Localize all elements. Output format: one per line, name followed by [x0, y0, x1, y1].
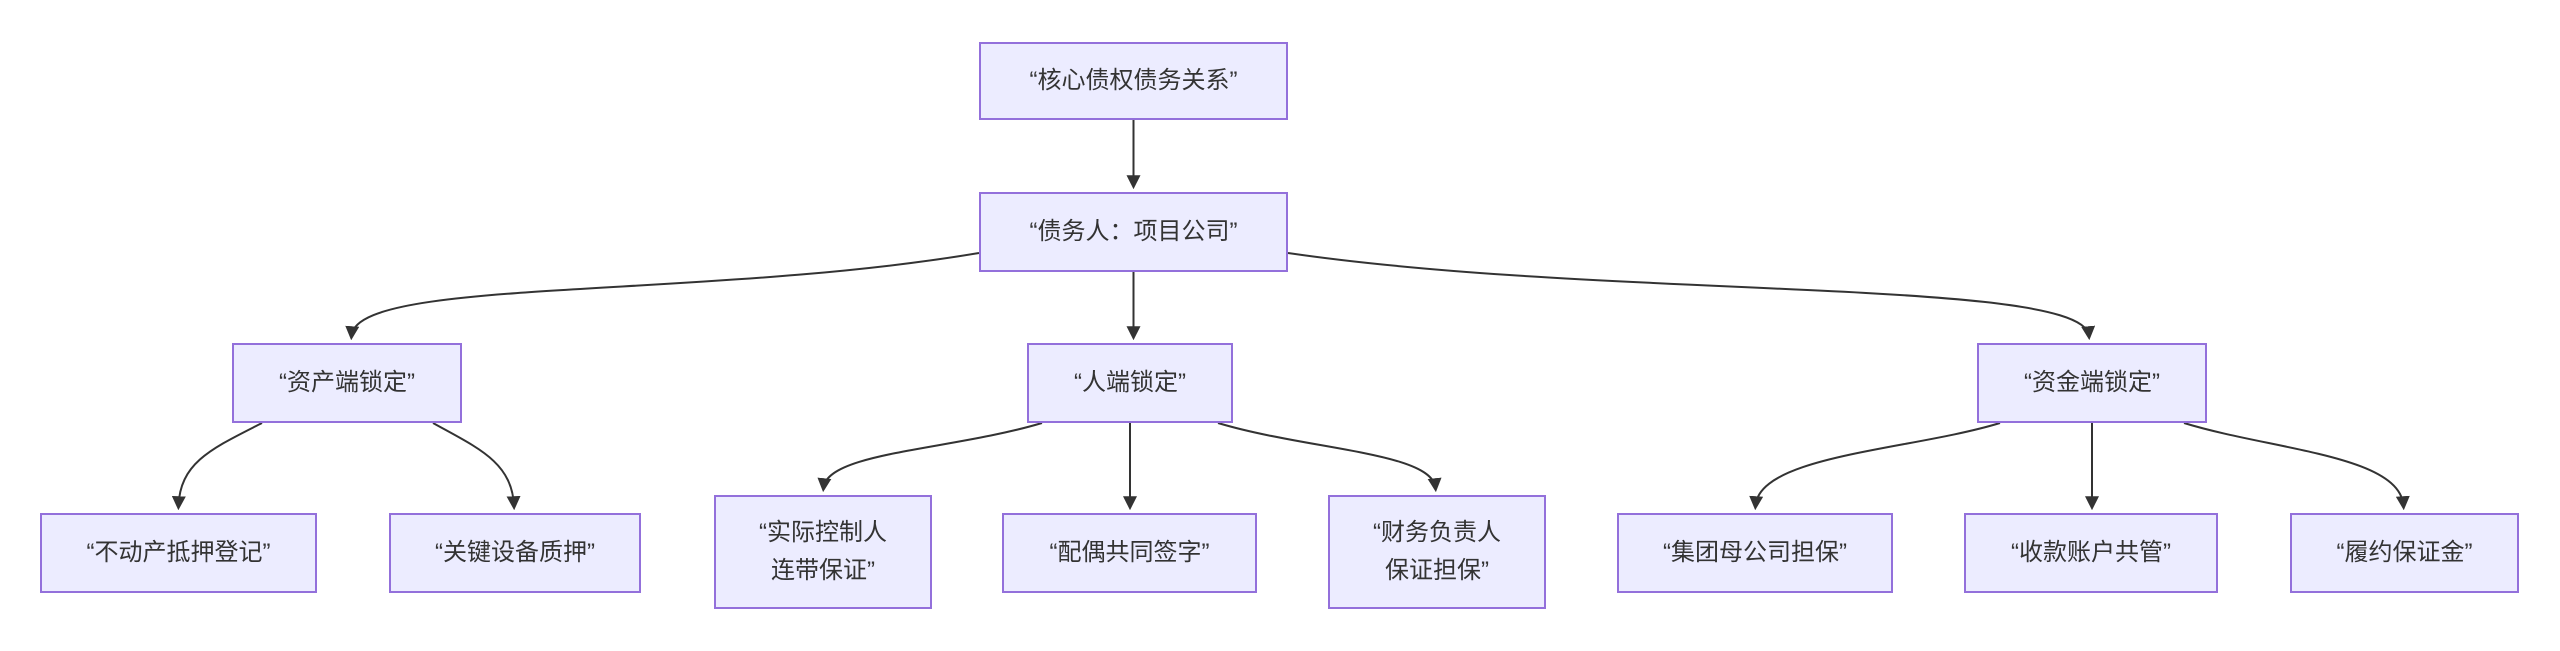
edge-fund-group	[1749, 422, 2001, 511]
node-asset-side-lock: “资产端锁定”	[232, 343, 462, 423]
edge-fund-deposit	[2183, 422, 2410, 511]
edge-person-controller	[817, 422, 1043, 493]
node-actual-controller-guarantee-label: “实际控制人 连带保证”	[759, 518, 887, 584]
node-key-equipment-pledge: “关键设备质押”	[389, 513, 641, 593]
node-cfo-guarantee-label: “财务负责人 保证担保”	[1373, 518, 1501, 584]
node-key-equipment-pledge-label: “关键设备质押”	[435, 538, 595, 566]
node-core-debt-relation: “核心债权债务关系”	[979, 42, 1288, 120]
node-spouse-joint-signature: “配偶共同签字”	[1002, 513, 1257, 593]
node-parent-company-guarantee-label: “集团母公司担保”	[1663, 538, 1847, 566]
edge-debtor-asset	[345, 252, 980, 341]
edge-asset-equipment	[432, 422, 521, 511]
node-person-side-lock: “人端锁定”	[1027, 343, 1233, 423]
edge-debtor-fund	[1287, 252, 2096, 341]
node-debtor-project-company-label: “债务人：项目公司”	[1029, 217, 1238, 245]
edge-asset-mortgage	[171, 422, 263, 511]
node-real-estate-mortgage: “不动产抵押登记”	[40, 513, 317, 593]
node-cfo-guarantee: “财务负责人 保证担保”	[1328, 495, 1546, 609]
node-fund-side-lock-label: “资金端锁定”	[2024, 368, 2160, 396]
edge-person-cfo	[1217, 422, 1442, 493]
node-joint-receiving-account: “收款账户共管”	[1964, 513, 2218, 593]
node-asset-side-lock-label: “资产端锁定”	[279, 368, 415, 396]
node-joint-receiving-account-label: “收款账户共管”	[2011, 538, 2171, 566]
node-performance-bond-label: “履约保证金”	[2336, 538, 2473, 566]
node-fund-side-lock: “资金端锁定”	[1977, 343, 2207, 423]
node-debtor-project-company: “债务人：项目公司”	[979, 192, 1288, 272]
node-performance-bond: “履约保证金”	[2290, 513, 2519, 593]
node-person-side-lock-label: “人端锁定”	[1074, 368, 1186, 396]
node-actual-controller-guarantee: “实际控制人 连带保证”	[714, 495, 932, 609]
node-spouse-joint-signature-label: “配偶共同签字”	[1049, 538, 1210, 566]
node-real-estate-mortgage-label: “不动产抵押登记”	[86, 538, 271, 566]
node-parent-company-guarantee: “集团母公司担保”	[1617, 513, 1893, 593]
node-core-debt-relation-label: “核心债权债务关系”	[1029, 66, 1238, 94]
